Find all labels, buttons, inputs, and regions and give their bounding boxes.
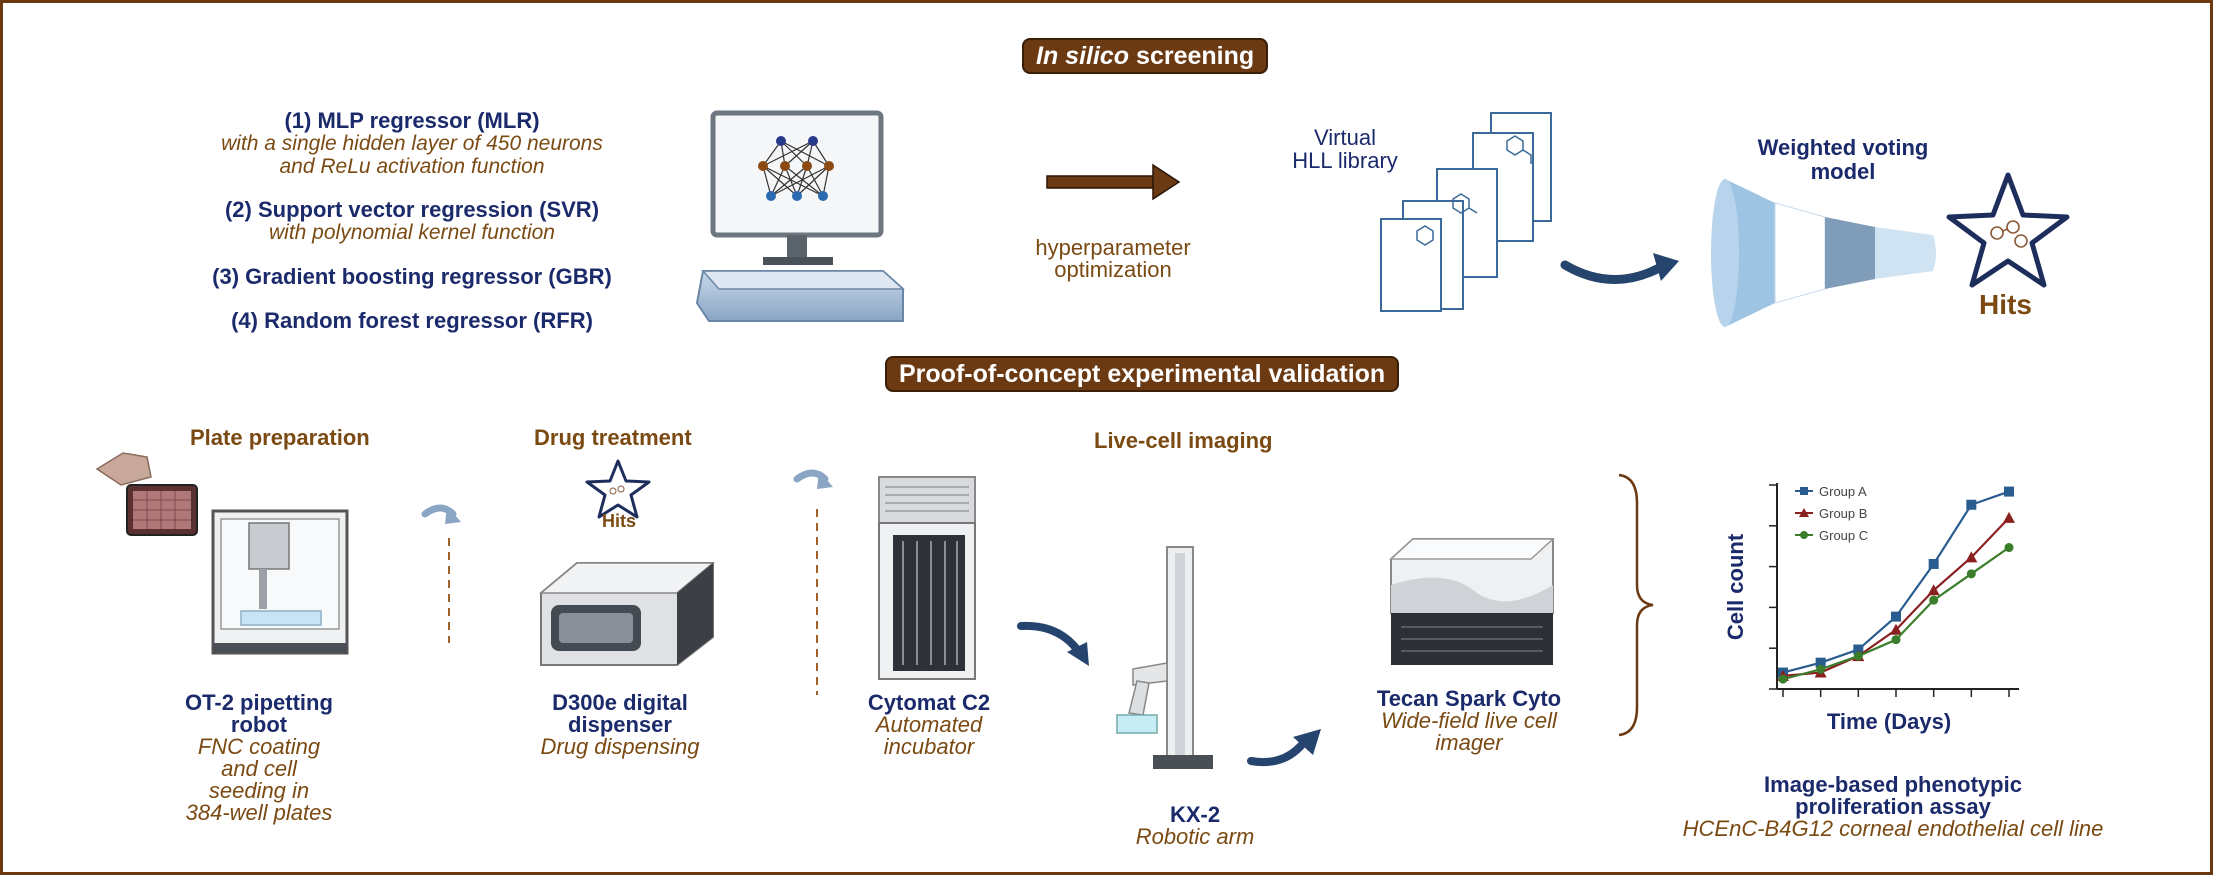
ot2-robot-icon <box>95 452 349 655</box>
legend-label-2: Group C <box>1819 528 1868 543</box>
right-arrow-icon <box>1046 163 1181 201</box>
legend-label-1: Group B <box>1819 506 1867 521</box>
kx2-desc: Robotic arm <box>1135 824 1255 849</box>
series-line-1 <box>1782 517 2010 677</box>
model-2-desc1: with polynomial kernel function <box>269 221 555 244</box>
assay-title-1: Image-based phenotypic <box>1764 772 2022 797</box>
assay-title-2: proliferation assay <box>1795 794 1991 819</box>
insilico-italic: In silico <box>1036 42 1130 70</box>
poc-header: Proof-of-concept experimental validation <box>885 356 1400 392</box>
series-line-0 <box>1782 490 2010 674</box>
computer-icon <box>695 110 905 322</box>
model-1-name: (1) MLP regressor (MLR) <box>284 108 540 133</box>
insilico-rest: screening <box>1129 42 1255 70</box>
proliferation-chart: Group A Group B Group C Time (Days) Cell c… <box>1723 483 2019 734</box>
transition-arrow-1-icon <box>421 504 461 643</box>
model-1-desc2: and ReLu activation function <box>279 155 545 178</box>
legend-label-0: Group A <box>1819 484 1867 499</box>
data-point-2-2 <box>1853 651 1863 661</box>
cytomat-title: Cytomat C2 <box>867 690 991 715</box>
voting-label-2: model <box>1810 159 1876 184</box>
ot2-desc-2: and cell <box>221 756 297 781</box>
x-axis-label: Time (Days) <box>1827 709 1951 734</box>
step-drug-treatment: Drug treatment <box>534 425 692 450</box>
library-label-2: HLL library <box>1292 148 1398 173</box>
model-3-name: (3) Gradient boosting regressor (GBR) <box>212 264 612 289</box>
tecan-title: Tecan Spark Cyto <box>1376 686 1562 711</box>
tecan-desc-1: Wide-field live cell <box>1381 708 1557 733</box>
assay-desc: HCEnC-B4G12 corneal endothelial cell lin… <box>1682 816 2104 841</box>
hits-small-label: Hits <box>602 511 637 531</box>
data-point-0-1 <box>1815 657 1826 668</box>
cytomat-desc-2: incubator <box>883 734 975 759</box>
data-point-2-1 <box>1816 664 1826 674</box>
star-small-icon <box>585 459 651 519</box>
model-1-desc1: with a single hidden layer of 450 neuron… <box>221 132 603 155</box>
step-live-cell-imaging: Live-cell imaging <box>1094 428 1273 453</box>
tecan-desc-2: imager <box>1435 730 1503 755</box>
hyperparameter-label-2: optimization <box>1054 257 1172 282</box>
data-point-0-5 <box>1966 499 1977 510</box>
kx2-robotic-arm-icon <box>1116 546 1213 769</box>
model-2-name: (2) Support vector regression (SVR) <box>224 197 600 222</box>
ot2-desc-3: seeding in <box>208 778 310 803</box>
legend-marker-2 <box>1800 531 1808 539</box>
curved-arrow-icon <box>1560 253 1679 284</box>
data-point-1-5 <box>1965 551 1978 563</box>
legend-marker-1 <box>1799 508 1809 517</box>
kx2-title: KX-2 <box>1169 802 1221 827</box>
data-point-1-3 <box>1890 623 1902 635</box>
data-point-2-5 <box>1966 569 1976 579</box>
hits-label: Hits <box>1979 289 2032 320</box>
ot2-desc-4: 384-well plates <box>185 800 333 825</box>
tecan-imager-icon <box>1389 538 1555 665</box>
ot2-title-2: robot <box>230 712 288 737</box>
cytomat-incubator-icon <box>878 476 976 680</box>
data-point-0-3 <box>1891 611 1901 622</box>
transition-arrow-2-icon <box>793 469 833 695</box>
step-plate-preparation: Plate preparation <box>190 425 370 450</box>
curved-arrow-up-icon <box>1247 729 1321 767</box>
legend-marker-0 <box>1800 487 1808 495</box>
data-point-2-6 <box>2004 543 2014 553</box>
data-point-0-2 <box>1853 644 1864 655</box>
insilico-header: In silico screening <box>1022 38 1269 74</box>
y-axis-label: Cell count <box>1723 533 1748 640</box>
d300e-desc-1: Drug dispensing <box>540 734 700 759</box>
data-point-1-6 <box>2003 511 2015 523</box>
data-point-0-4 <box>1928 558 1939 569</box>
d300e-dispenser-icon <box>538 562 716 666</box>
curly-brace <box>1618 473 1654 737</box>
ot2-title-1: OT-2 pipetting <box>185 690 333 715</box>
data-point-0-6 <box>2004 486 2014 497</box>
d300e-title-1: D300e digital <box>552 690 688 715</box>
ot2-desc-1: FNC coating <box>197 734 321 759</box>
cytomat-desc-1: Automated <box>875 712 983 737</box>
d300e-title-2: dispenser <box>568 712 672 737</box>
star-icon <box>1946 172 2070 288</box>
model-4-name: (4) Random forest regressor (RFR) <box>231 308 593 333</box>
library-label-1: Virtual <box>1314 125 1376 150</box>
data-point-2-3 <box>1891 635 1901 645</box>
data-point-2-4 <box>1929 595 1939 605</box>
data-point-1-4 <box>1927 584 1940 596</box>
data-point-2-0 <box>1778 674 1788 684</box>
voting-label-1: Weighted voting <box>1757 135 1929 160</box>
curved-arrow-down-icon <box>1017 621 1089 666</box>
hyperparameter-label-1: hyperparameter <box>1035 235 1191 260</box>
funnel-icon <box>1711 179 1936 327</box>
notebook-stack-icon <box>1380 112 1552 312</box>
